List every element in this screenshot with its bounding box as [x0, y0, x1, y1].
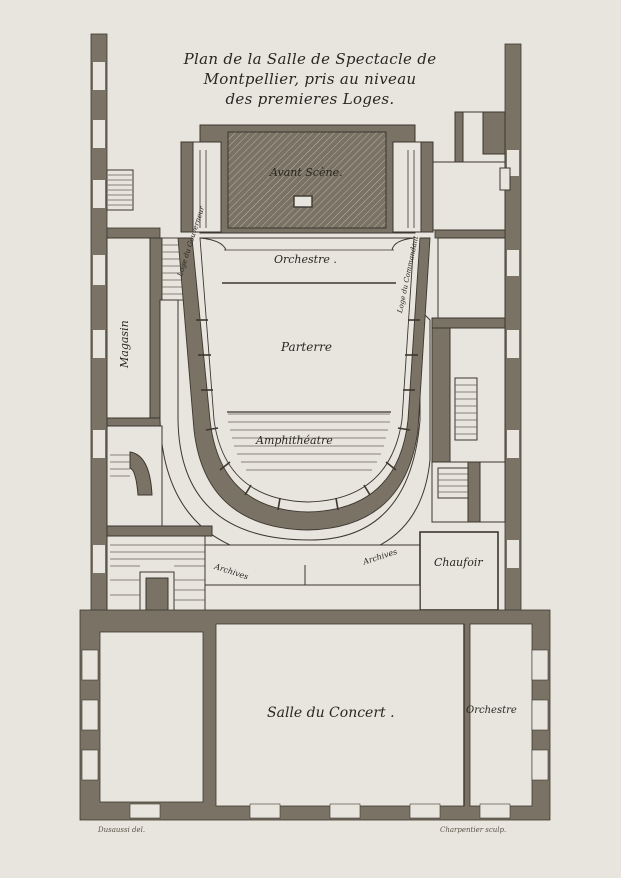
plan-title-line-1: Plan de la Salle de Spectacle de	[183, 50, 437, 68]
magasin-room	[106, 237, 163, 427]
plan-title-line-2: Montpellier, pris au niveau	[203, 70, 417, 88]
upper-left-rooms	[106, 169, 134, 211]
auditorium	[159, 237, 431, 561]
concert-wing	[79, 609, 551, 821]
credit-draughtsman: Dusaussi del.	[98, 826, 146, 834]
right-rooms	[431, 237, 506, 523]
concert-windows	[81, 649, 549, 819]
label-orchestre: Orchestre .	[274, 253, 337, 266]
label-avant-scene: Avant Scène.	[270, 166, 343, 179]
lower-left-rooms	[106, 425, 213, 627]
plan-title-line-3: des premieres Loges.	[225, 90, 395, 108]
credit-engraver: Charpentier sculp.	[440, 826, 507, 834]
archives-band	[204, 531, 499, 612]
label-salle-concert: Salle du Concert .	[267, 705, 395, 721]
side-windows	[93, 62, 519, 573]
upper-right-rooms	[429, 111, 511, 231]
label-chauffoir: Chaufoir	[434, 556, 483, 569]
stage	[180, 124, 434, 234]
label-amphitheatre: Amphithéatre	[256, 434, 333, 447]
label-orchestre-concert: Orchestre	[466, 705, 517, 716]
label-parterre: Parterre	[281, 340, 332, 354]
label-magasin: Magasin	[118, 320, 131, 368]
